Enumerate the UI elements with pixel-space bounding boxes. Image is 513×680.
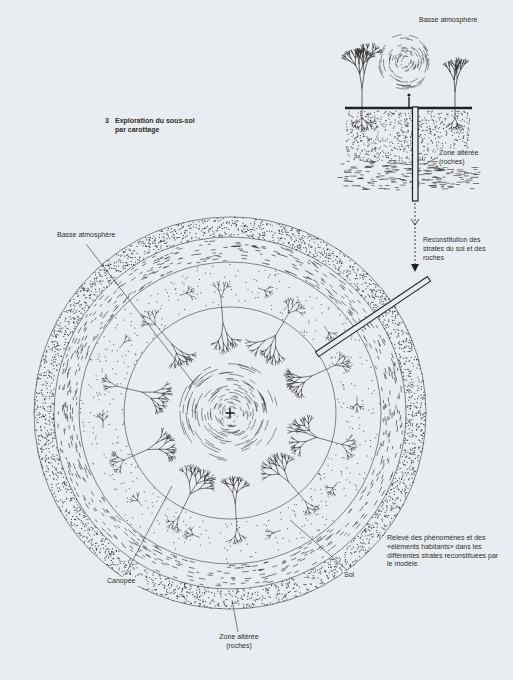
- leader-line: [424, 157, 438, 165]
- layer-label: Basse atmosphère: [56, 231, 126, 240]
- figure-head: [407, 93, 410, 96]
- callout-label: Reconstitution des strates du sol et des…: [422, 236, 490, 262]
- ring-outline: [79, 262, 381, 564]
- note: Relevé des phénomènes et des «éléments h…: [386, 534, 506, 569]
- dash-ring: [58, 241, 402, 586]
- core-sample: [316, 277, 431, 357]
- callout-number: 3: [104, 117, 114, 126]
- ring-outline: [54, 237, 406, 589]
- leader-line: [86, 244, 195, 385]
- atmosphere-swirl: [180, 364, 277, 461]
- ring-outline: [124, 307, 336, 519]
- ground-line: [345, 107, 472, 109]
- layer-label: Canopée: [106, 577, 146, 586]
- arrow-head: [411, 264, 419, 272]
- dashed-arrow: [415, 203, 416, 264]
- layer-label: Zone altérée (roches): [438, 149, 484, 167]
- stipple-ring: [35, 217, 426, 608]
- ring-outline: [34, 217, 426, 609]
- top-roots: [351, 109, 463, 132]
- soil-stipple: [80, 265, 379, 563]
- leader-line: [290, 520, 347, 570]
- tree-roots: [96, 281, 363, 544]
- tree-canopy: [127, 307, 332, 519]
- figure: [408, 97, 409, 107]
- illustration-strokes: [34, 35, 480, 609]
- top-atmosphere-swirl: [379, 35, 429, 90]
- step-caption: Exploration du sous-sol par carottage: [114, 117, 198, 135]
- layer-label: Zone altérée (roches): [216, 633, 262, 651]
- core-tube: [413, 107, 419, 201]
- layer-label: Basse atmosphère: [418, 16, 498, 25]
- leader-line: [125, 486, 172, 575]
- leader-line: [232, 600, 238, 632]
- center-cross: [226, 409, 234, 417]
- chevron: [411, 219, 419, 225]
- layer-label: Sol: [343, 571, 363, 580]
